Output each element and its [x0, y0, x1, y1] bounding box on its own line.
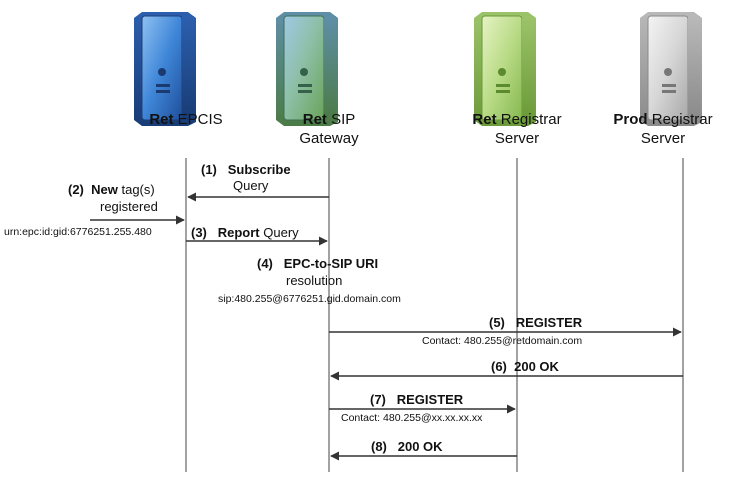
message-8-label: (8) 200 OK — [371, 439, 443, 454]
server-icon-ret-sip-gateway — [276, 12, 338, 126]
message-5-label: (5) REGISTER — [489, 315, 583, 330]
entity-label-prod-registrar: Prod Registrar Server — [613, 111, 713, 147]
message-1-label-line2: Query — [233, 178, 269, 193]
message-6-label: (6) 200 OK — [491, 359, 559, 374]
server-icon-prod-registrar — [640, 12, 702, 126]
message-5-contact: Contact: 480.255@retdomain.com — [422, 335, 583, 347]
message-2-label-line2: registered — [100, 199, 158, 214]
message-3-label: (3) Report Query — [191, 225, 299, 240]
server-icon-ret-epcis — [134, 12, 196, 126]
entity-label-ret-epcis: Ret EPCIS — [149, 111, 223, 128]
message-7-label: (7) REGISTER — [370, 392, 464, 407]
entity-label-ret-registrar: Ret Registrar Server — [472, 111, 562, 147]
message-4-label: (4) EPC-to-SIP URI — [257, 256, 379, 271]
message-4-sip-uri: sip:480.255@6776251.gid.domain.com — [218, 293, 401, 305]
message-2-urn: urn:epc:id:gid:6776251.255.480 — [4, 226, 152, 238]
server-icon-ret-registrar — [474, 12, 536, 126]
entity-label-ret-sip-gateway: Ret SIP Gateway — [299, 111, 359, 147]
message-2-label: (2) New tag(s) — [68, 182, 155, 197]
message-7-contact: Contact: 480.255@xx.xx.xx.xx — [341, 412, 483, 424]
message-4-label-line2: resolution — [286, 273, 343, 288]
message-1-label: (1) Subscribe — [201, 162, 291, 177]
